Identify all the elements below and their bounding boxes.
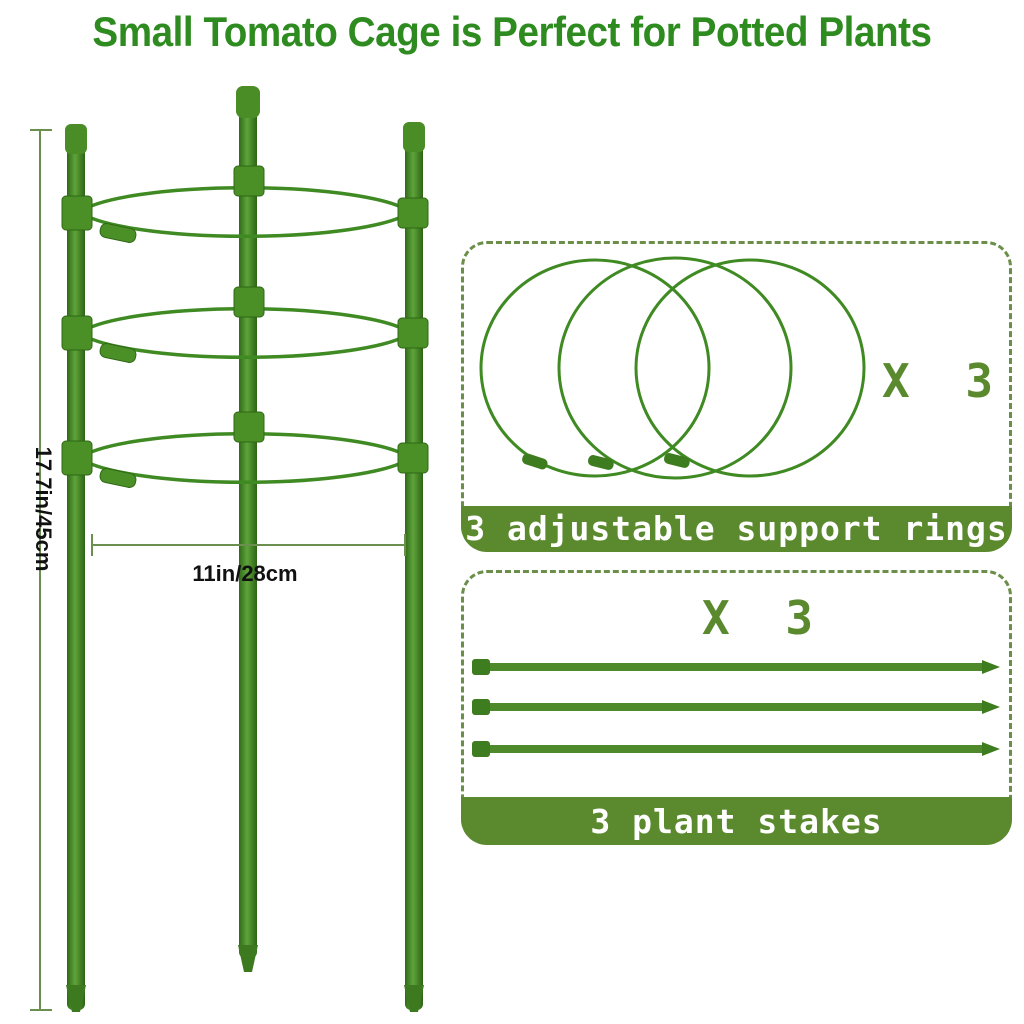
- cage-stake-right: [403, 122, 425, 1012]
- height-dimension-line: [30, 129, 52, 1011]
- height-label: 17.7in/45cm: [31, 446, 56, 572]
- cage-stake-left: [65, 124, 87, 1012]
- plant-stake-icon: [472, 659, 1000, 757]
- stakes-panel: X 3 3 plant stakes: [461, 570, 1012, 845]
- rings-quantity: X 3: [882, 354, 1008, 408]
- stakes-caption: 3 plant stakes: [461, 797, 1012, 845]
- support-ring-icon: [479, 256, 866, 480]
- rings-panel: X 3 3 adjustable support rings: [461, 241, 1012, 552]
- width-dimension-line: [91, 534, 406, 556]
- page-title: Small Tomato Cage is Perfect for Potted …: [92, 8, 932, 55]
- ring-clips: [61, 165, 429, 488]
- cage-stake-middle: [236, 86, 260, 972]
- stakes-quantity: X 3: [702, 591, 828, 645]
- rings-caption: 3 adjustable support rings: [461, 506, 1012, 552]
- width-label: 11in/28cm: [192, 561, 298, 586]
